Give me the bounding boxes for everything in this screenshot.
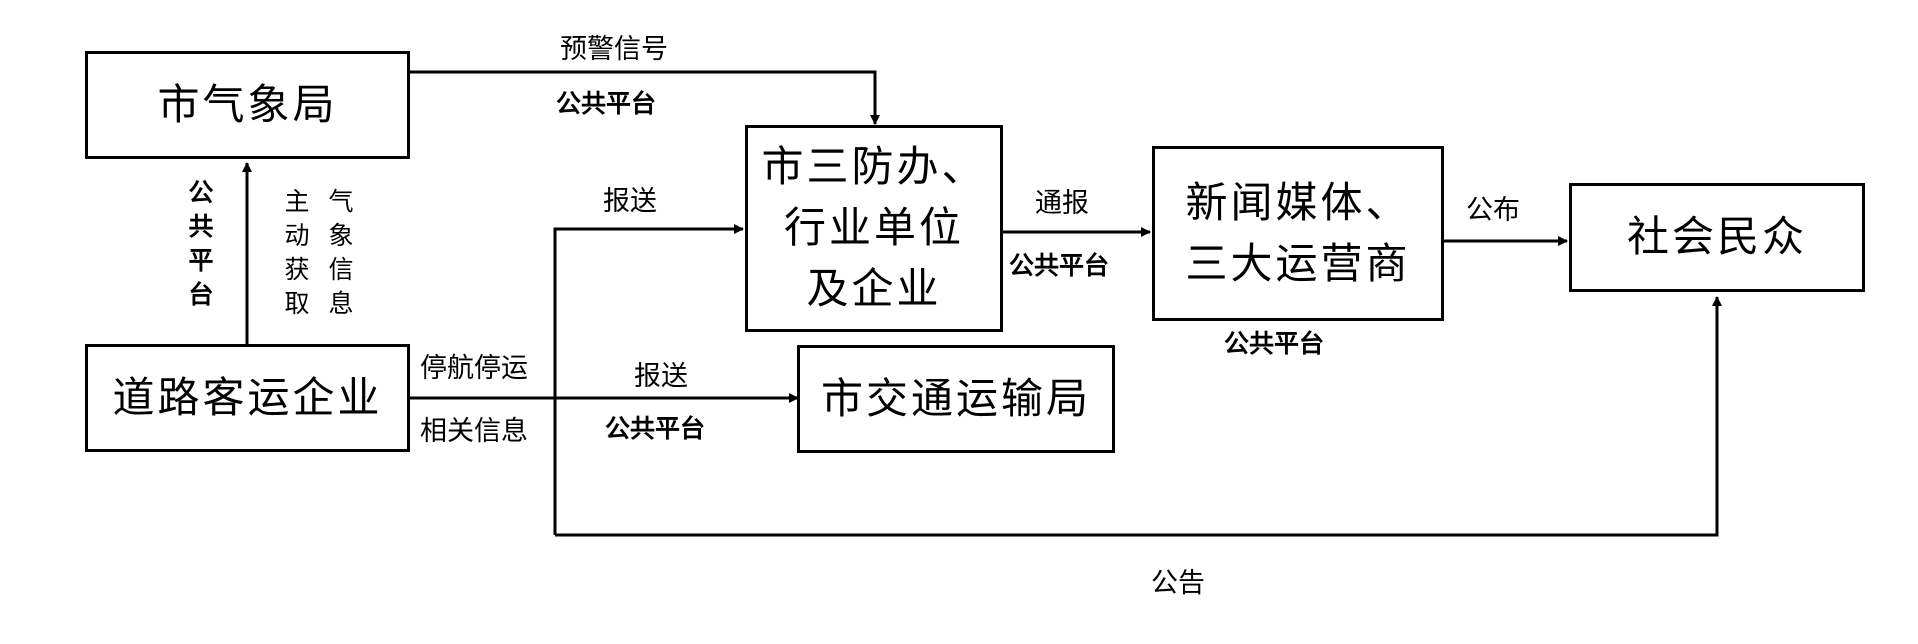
node-sanfang-line-2: 行业单位 <box>783 203 964 253</box>
label-platform-media: 公共平台 <box>1224 329 1325 358</box>
label-platform-warning: 公共平台 <box>556 89 657 118</box>
label-platform-notify: 公共平台 <box>1009 251 1110 280</box>
label-suspend: 停航停运 <box>420 353 528 384</box>
label-platform-report: 公共平台 <box>605 414 706 443</box>
label-warning-signal: 预警信号 <box>560 34 668 65</box>
node-media-operators: 新闻媒体、 三大运营商 <box>1152 146 1444 321</box>
label-notify: 通报 <box>1035 188 1089 219</box>
label-active-fetch: 主动获取 <box>281 188 310 324</box>
arrow-report-sanfang <box>553 224 744 535</box>
node-transport-bureau: 市交通运输局 <box>797 345 1115 453</box>
label-announce: 公告 <box>1151 568 1205 599</box>
node-sanfang-line-1: 市三防办、 <box>761 142 987 192</box>
label-report-top: 报送 <box>603 186 657 217</box>
node-sanfang-office: 市三防办、 行业单位 及企业 <box>745 125 1003 332</box>
arrow-announce <box>555 296 1722 537</box>
label-report-bottom: 报送 <box>634 361 688 392</box>
label-publish: 公布 <box>1466 195 1520 226</box>
label-weather-info: 气象信息 <box>325 188 354 324</box>
node-transport-bureau-label: 市交通运输局 <box>820 373 1091 423</box>
label-platform-vertical: 公共平台 <box>185 179 214 315</box>
node-meteorological-bureau: 市气象局 <box>85 51 410 159</box>
node-public-label: 社会民众 <box>1626 212 1807 262</box>
node-meteorological-bureau-label: 市气象局 <box>157 79 338 129</box>
label-related-info: 相关信息 <box>420 416 528 447</box>
node-media-line-1: 新闻媒体、 <box>1185 177 1411 227</box>
arrow-warning-signal <box>410 70 880 125</box>
node-road-passenger-company: 道路客运企业 <box>85 344 410 452</box>
node-public: 社会民众 <box>1569 183 1865 292</box>
node-road-passenger-label: 道路客运企业 <box>112 372 383 422</box>
node-media-line-2: 三大运营商 <box>1185 238 1411 288</box>
node-sanfang-line-3: 及企业 <box>806 263 942 313</box>
